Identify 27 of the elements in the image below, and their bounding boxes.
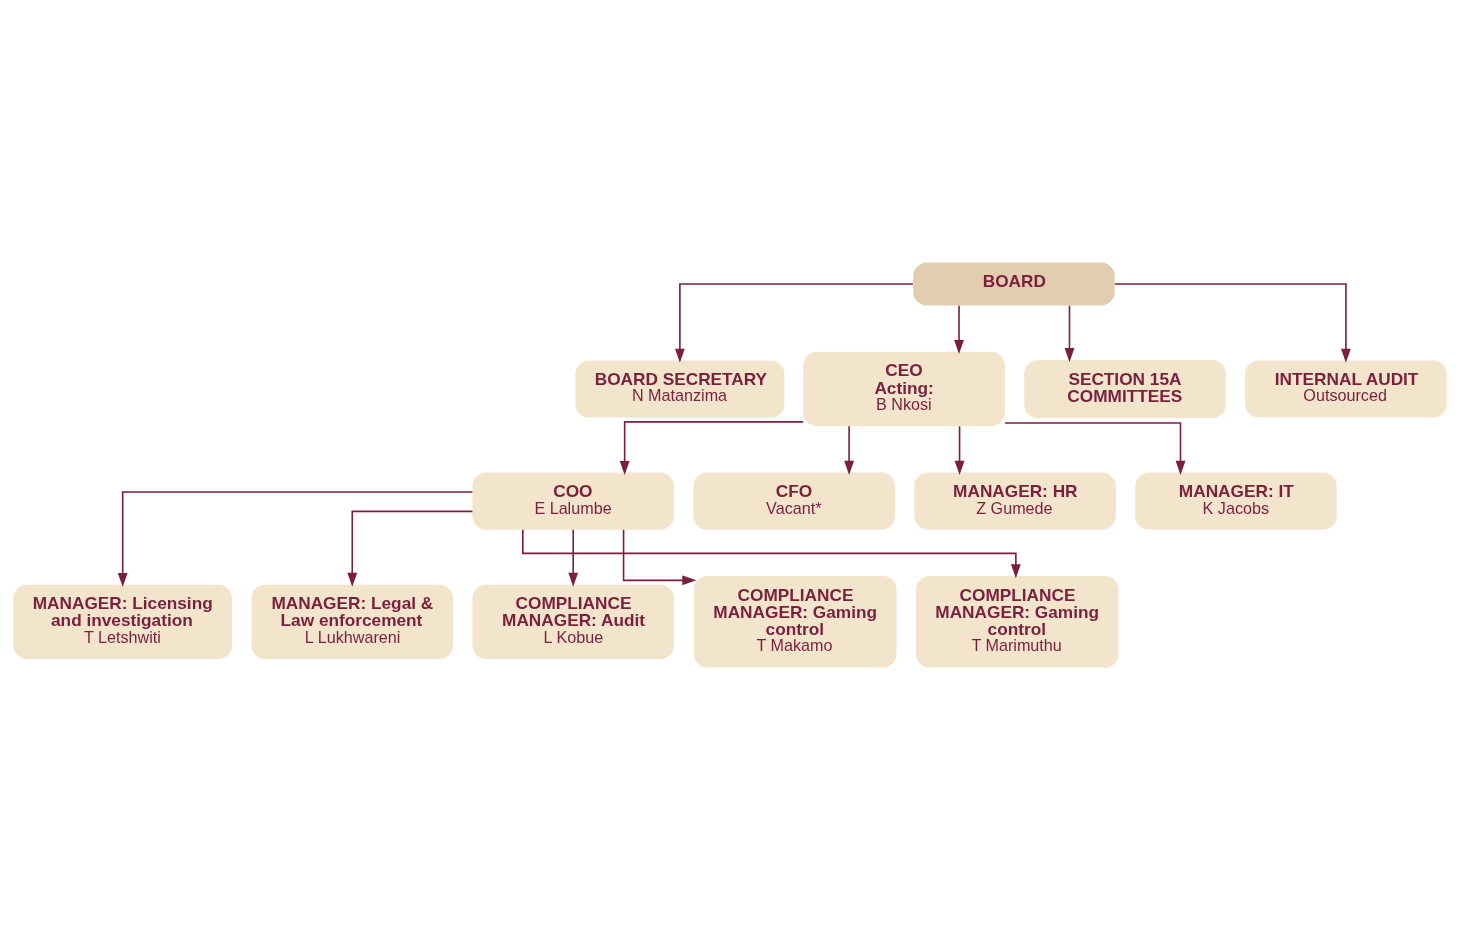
node-box: COO E Lalumbe: [471, 472, 674, 530]
node-box: MANAGER: IT K Jacobs: [1134, 472, 1337, 530]
arrow: [1003, 422, 1185, 475]
arrow: [1113, 283, 1351, 363]
node-box: BOARD: [912, 262, 1115, 306]
node-box: CFO Vacant*: [692, 472, 895, 530]
node-box: COMPLIANCE MANAGER: Audit L Kobue: [471, 584, 674, 659]
node-box: COMPLIANCE MANAGER: Gaming control T Makamo: [693, 576, 896, 668]
arrow: [1064, 304, 1074, 363]
arrow: [843, 425, 854, 475]
arrow: [953, 304, 964, 354]
arrow: [619, 421, 804, 475]
node-box: SECTION 15A COMMITTEES: [1023, 359, 1226, 419]
node-box: CEO Acting: B Nkosi: [802, 351, 1005, 427]
arrow: [674, 283, 914, 363]
node-box: BOARD SECRETARY N Matanzima: [574, 360, 784, 418]
node-box: MANAGER: HR Z Gumede: [913, 472, 1116, 530]
node-box: MANAGER: Legal & Law enforcement L Lukhwareni: [251, 584, 453, 659]
arrow: [521, 528, 1021, 579]
arrow: [622, 528, 696, 586]
arrow: [346, 510, 473, 587]
node-box: COMPLIANCE MANAGER: Gaming control T Marimuthu: [915, 576, 1118, 668]
arrow: [117, 491, 473, 588]
arrow: [567, 528, 578, 587]
arrow: [954, 425, 964, 475]
node-box: MANAGER: Licensing and investigation T Letshwiti: [12, 584, 232, 659]
node-box: INTERNAL AUDIT Outsourced: [1244, 360, 1447, 418]
